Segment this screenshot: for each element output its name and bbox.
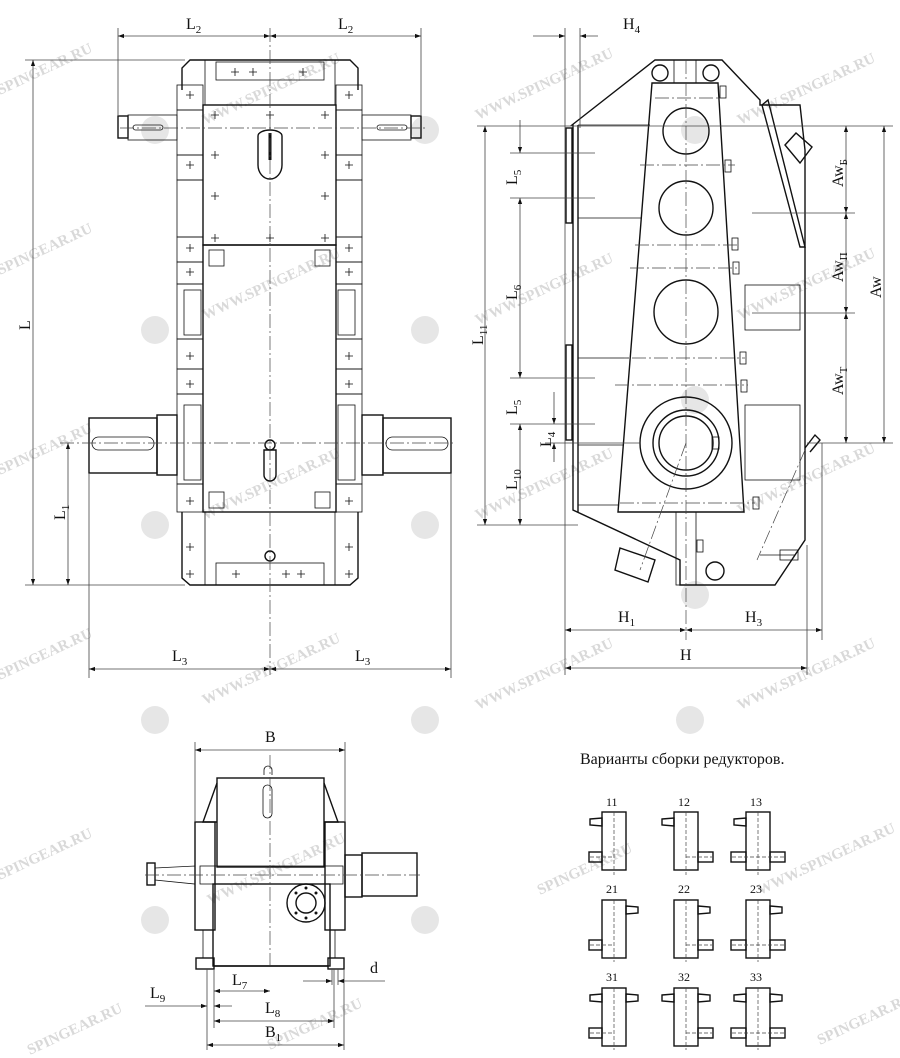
- dim-L5-top: L5: [504, 169, 524, 185]
- svg-text:21: 21: [606, 882, 618, 896]
- variant-13[interactable]: 13: [730, 795, 786, 875]
- foot-right: [327, 957, 345, 970]
- top-view-dimensions: L2 L2 L L1 L3 L3: [17, 16, 452, 678]
- gear-logo-icon: [141, 116, 709, 934]
- dim-B: B: [265, 729, 276, 746]
- watermark-text: WWW.SPINGEAR.RU: [200, 631, 343, 709]
- oil-gauge: [257, 129, 283, 180]
- watermark-text: SPINGEAR.RU: [0, 826, 95, 884]
- watermark-text: WWW.SPINGEAR.RU: [205, 831, 348, 909]
- watermark-text: WWW.SPINGEAR.RU: [755, 821, 898, 899]
- dim-L7: L7: [232, 972, 248, 992]
- inclined-cover: [761, 98, 806, 248]
- variant-33[interactable]: 33: [730, 970, 786, 1050]
- variant-32[interactable]: 32: [661, 970, 714, 1050]
- dim-L10: L10: [504, 469, 524, 490]
- side-view-dimensions: H4 L11 L5 L6 L5 L10 L4: [470, 16, 893, 675]
- dim-L6: L6: [504, 284, 524, 300]
- end-view-dimensions: B L7 L9 L8 B1 d: [145, 729, 385, 1050]
- variant-22[interactable]: 22: [673, 882, 714, 962]
- assembly-variants-title: Варианты сборки редукторов.: [580, 751, 784, 768]
- variant-12[interactable]: 12: [661, 795, 714, 875]
- input-shaft-right: [361, 114, 412, 141]
- top-view: L2 L2 L L1 L3 L3: [17, 16, 455, 678]
- side-bolts: [696, 85, 760, 553]
- dim-L3-right: L3: [355, 648, 371, 668]
- dim-H3: H3: [745, 609, 763, 629]
- end-view: B L7 L9 L8 B1 d: [145, 729, 420, 1050]
- variant-11[interactable]: 11: [588, 795, 627, 875]
- watermark-text: SPINGEAR.RU: [0, 41, 95, 99]
- variant-31[interactable]: 31: [588, 970, 639, 1050]
- dim-L2-right: L2: [338, 16, 353, 36]
- variant-23[interactable]: 23: [730, 882, 786, 962]
- svg-text:23: 23: [750, 882, 762, 896]
- dim-H1: H1: [618, 609, 635, 629]
- dim-Aw-B: AwБ: [830, 159, 850, 187]
- dim-B1: B1: [265, 1024, 281, 1044]
- housing-outline: [569, 59, 806, 586]
- dim-L5-bottom: L5: [504, 399, 524, 415]
- dim-d: d: [370, 960, 378, 977]
- assembly-variants: Варианты сборки редукторов. 11 12 13: [580, 751, 786, 1050]
- watermark-text: WWW.SPINGEAR.RU: [473, 636, 616, 714]
- watermark-text: WWW.SPINGEAR.RU: [473, 251, 616, 329]
- dim-L8: L8: [265, 1000, 281, 1020]
- right-side-flanges: [335, 84, 363, 513]
- end-flange-circle: [286, 883, 326, 923]
- watermark-text: SPINGEAR.RU: [25, 1001, 125, 1058]
- output-shaft-right: [382, 417, 452, 474]
- dim-L3-left: L3: [172, 648, 188, 668]
- dim-Aw-T: AwT: [830, 366, 850, 395]
- foot-left: [195, 957, 215, 970]
- svg-text:11: 11: [606, 795, 618, 809]
- watermark-text: SPINGEAR.RU: [0, 626, 95, 684]
- svg-text:33: 33: [750, 970, 762, 984]
- dim-L11: L11: [470, 325, 490, 345]
- watermark-text: WWW.SPINGEAR.RU: [735, 636, 878, 714]
- dim-Aw-P: AwП: [830, 252, 850, 282]
- watermark-text: WWW.SPINGEAR.RU: [735, 51, 878, 129]
- dim-L: L: [17, 320, 34, 330]
- svg-text:13: 13: [750, 795, 762, 809]
- dim-L9: L9: [150, 985, 166, 1005]
- svg-text:22: 22: [678, 882, 690, 896]
- watermark-text: WWW.SPINGEAR.RU: [735, 441, 878, 519]
- svg-text:32: 32: [678, 970, 690, 984]
- watermark-layer: SPINGEAR.RU SPINGEAR.RU SPINGEAR.RU SPIN…: [0, 41, 900, 1058]
- side-view: H4 L11 L5 L6 L5 L10 L4: [470, 16, 893, 675]
- dim-L1: L1: [52, 505, 72, 520]
- dim-L4: L4: [538, 431, 558, 447]
- watermark-text: SPINGEAR.RU: [0, 221, 95, 279]
- dim-Aw: Aw: [868, 276, 885, 298]
- end-output-shaft: [361, 852, 418, 897]
- watermark-text: WWW.SPINGEAR.RU: [735, 246, 878, 324]
- watermark-text: SPINGEAR.RU: [815, 991, 900, 1049]
- dim-H: H: [680, 647, 692, 664]
- dim-L2-left: L2: [186, 16, 201, 36]
- bolt-marks: [186, 68, 353, 578]
- svg-text:31: 31: [606, 970, 618, 984]
- tapered-housing-body: [617, 82, 745, 513]
- watermark-text: WWW.SPINGEAR.RU: [200, 246, 343, 324]
- left-side-flanges: [176, 84, 204, 513]
- svg-text:12: 12: [678, 795, 690, 809]
- watermark-text: SPINGEAR.RU: [0, 421, 95, 479]
- variant-21[interactable]: 21: [588, 882, 639, 962]
- watermark-text: WWW.SPINGEAR.RU: [473, 46, 616, 124]
- housing-cover-upper: [202, 104, 337, 246]
- dim-H4: H4: [623, 16, 641, 36]
- watermark-text: WWW.SPINGEAR.RU: [473, 446, 616, 524]
- breather-plug: [263, 449, 277, 482]
- output-shaft-left: [88, 417, 158, 474]
